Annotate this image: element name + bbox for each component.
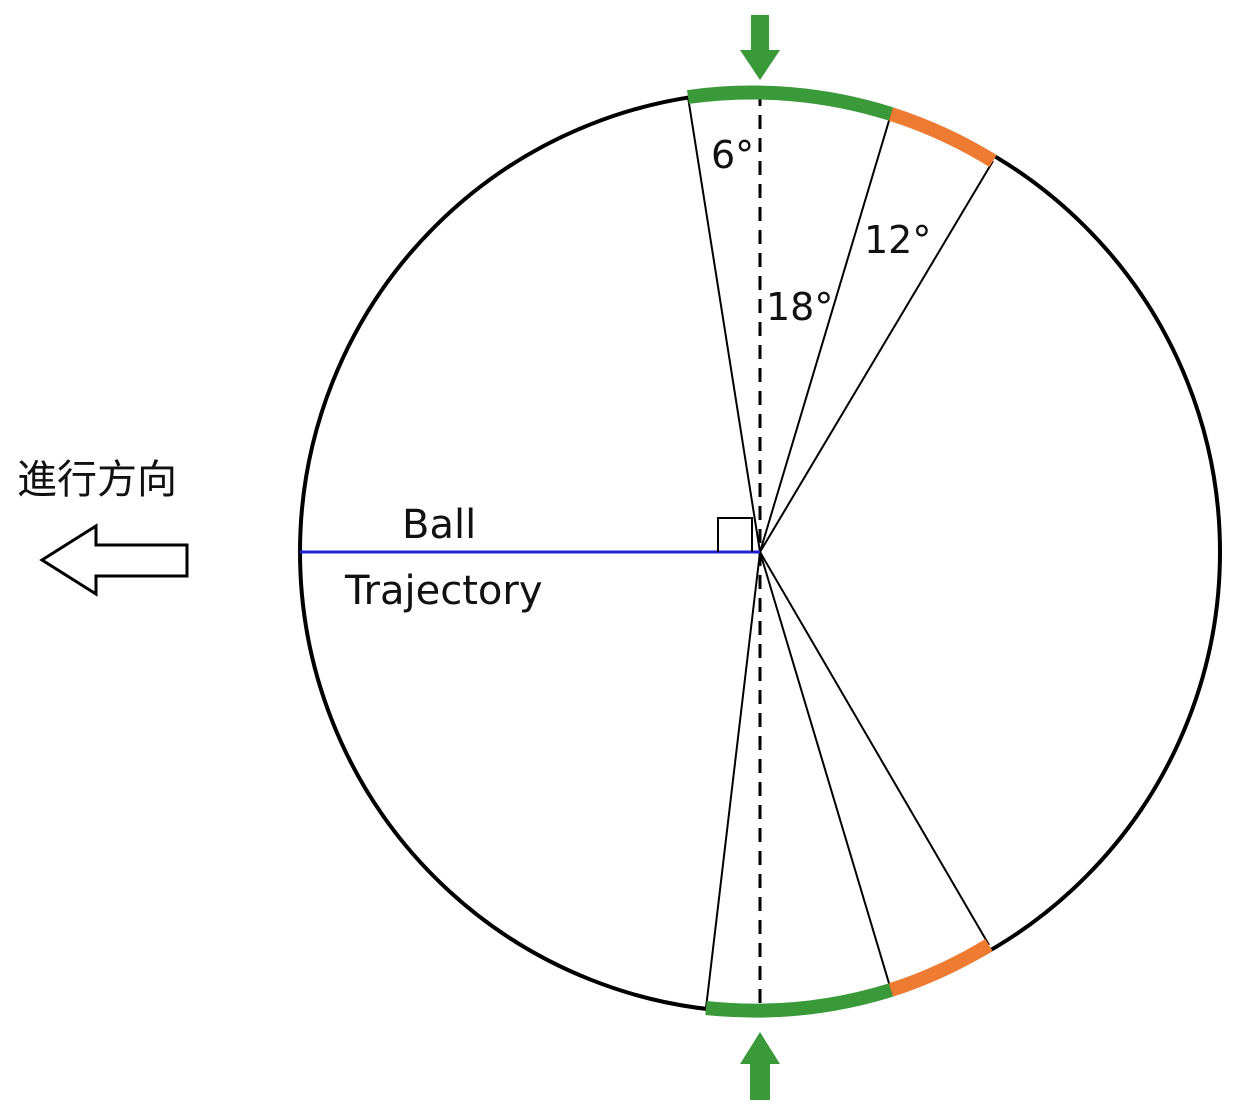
top-green-arc (687, 85, 894, 121)
trajectory-label-line1: Ball (402, 502, 476, 548)
bottom-orange-arc (888, 939, 993, 997)
green-down-arrow-icon (740, 15, 780, 80)
radial-line-bottom-30deg (759, 551, 990, 946)
hollow-left-arrow-icon (39, 523, 189, 597)
radial-line-bottom-6deg (705, 551, 761, 1009)
angle-label-18: 18° (766, 285, 833, 329)
angle-label-6: 6° (711, 133, 754, 177)
green-up-arrow-icon (740, 1032, 780, 1100)
direction-label: 進行方向 (17, 457, 177, 503)
radial-line-top-6deg (687, 96, 761, 553)
radial-line-top-18deg (759, 113, 892, 553)
angle-label-12: 12° (864, 218, 931, 262)
radial-line-bottom-18deg (759, 551, 892, 991)
top-orange-arc (888, 107, 997, 167)
right-angle-marker (717, 517, 753, 552)
radial-line-top-30deg (759, 160, 994, 553)
trajectory-label-line2: Trajectory (344, 568, 543, 614)
bottom-green-arc (705, 983, 894, 1018)
